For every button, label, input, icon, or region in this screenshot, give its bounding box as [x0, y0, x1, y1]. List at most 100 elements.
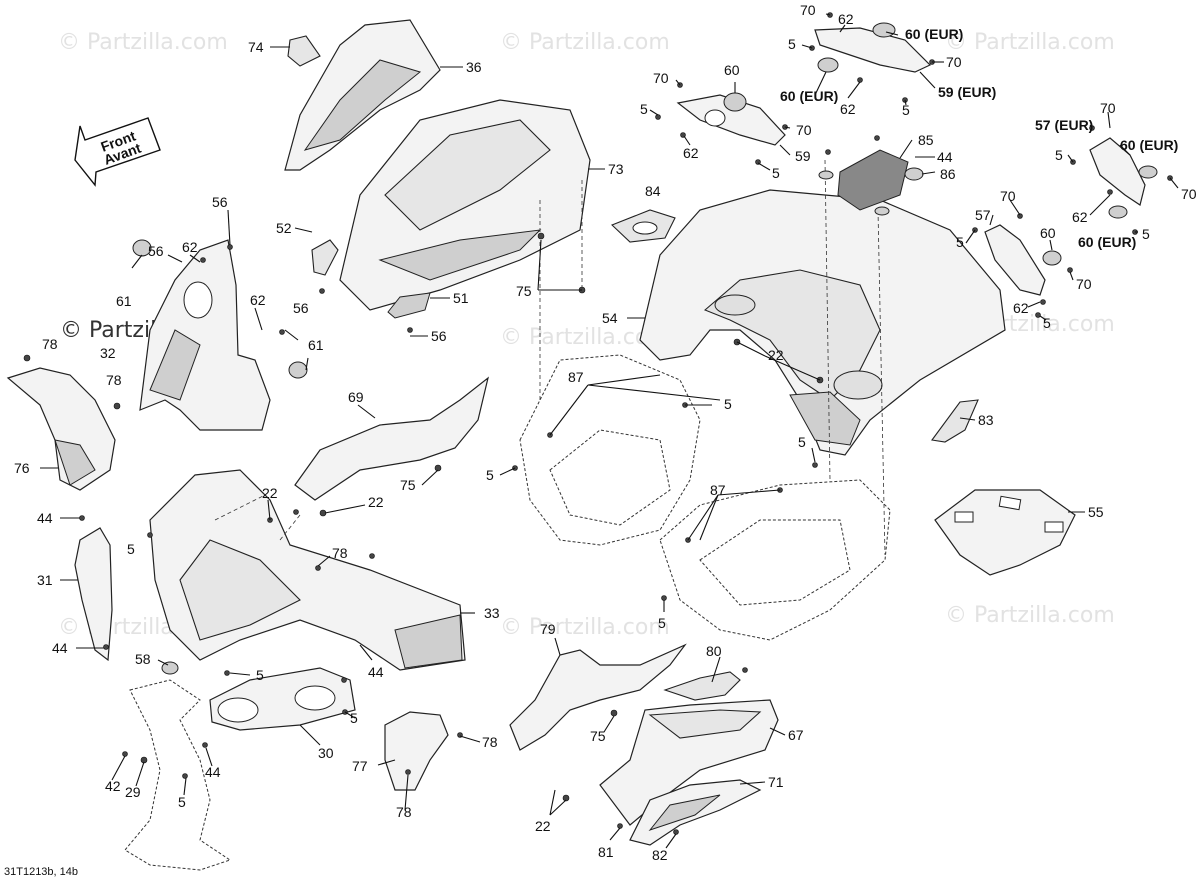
callout-5: 5: [798, 434, 806, 450]
callout-52: 52: [276, 220, 292, 236]
callout-5: 5: [902, 102, 910, 118]
callout-5: 5: [486, 467, 494, 483]
callout-70: 70: [800, 2, 816, 18]
callout-62: 62: [838, 11, 854, 27]
callout-5: 5: [640, 101, 648, 117]
callout-57-eur: 57 (EUR): [1035, 117, 1093, 133]
callout-5: 5: [658, 615, 666, 631]
part-42-29-frame: [124, 679, 232, 871]
part-86: [904, 167, 924, 181]
callout-62: 62: [1013, 300, 1029, 316]
callout-61: 61: [116, 293, 132, 309]
part-84: [610, 209, 676, 243]
callout-44: 44: [52, 640, 68, 656]
part-87-right-tub: [659, 479, 891, 641]
callout-70: 70: [653, 70, 669, 86]
callout-5: 5: [724, 396, 732, 412]
callout-62: 62: [683, 145, 699, 161]
callout-54: 54: [602, 310, 618, 326]
part-83: [931, 399, 979, 443]
part-74: [287, 35, 321, 67]
callout-31: 31: [37, 572, 53, 588]
callout-70: 70: [946, 54, 962, 70]
callout-29: 29: [125, 784, 141, 800]
part-33-front-fascia: [149, 469, 466, 671]
front-direction-arrow: Front Avant: [74, 117, 161, 187]
callout-56: 56: [212, 194, 228, 210]
callout-79: 79: [540, 621, 556, 637]
callout-61: 61: [308, 337, 324, 353]
drawing-code: 31T1213b, 14b: [4, 866, 79, 878]
callout-22: 22: [768, 347, 784, 363]
callout-33: 33: [484, 605, 500, 621]
callout-87: 87: [568, 369, 584, 385]
part-32-headlight-housing: [139, 239, 271, 431]
callout-5: 5: [178, 794, 186, 810]
watermark: © Partzilla.com: [945, 603, 1115, 628]
callout-58: 58: [135, 651, 151, 667]
callout-5: 5: [350, 710, 358, 726]
callout-44: 44: [205, 764, 221, 780]
part-79: [509, 643, 687, 751]
callout-5: 5: [1142, 226, 1150, 242]
part-55-seat-base: [934, 489, 1076, 576]
part-76: [6, 367, 116, 491]
callout-55: 55: [1088, 504, 1104, 520]
callout-5: 5: [127, 541, 135, 557]
watermark: © Partzilla.com: [58, 30, 228, 55]
part-59: [676, 92, 786, 146]
callout-78: 78: [482, 734, 498, 750]
callout-78: 78: [106, 372, 122, 388]
callout-84: 84: [645, 183, 661, 199]
callout-57: 57: [975, 207, 991, 223]
part-73-front-body: [339, 99, 591, 311]
part-58: [161, 661, 179, 675]
callout-78: 78: [396, 804, 412, 820]
callout-78: 78: [42, 336, 58, 352]
part-52: [311, 239, 339, 276]
callout-71: 71: [768, 774, 784, 790]
callout-62: 62: [250, 292, 266, 308]
part-57: [984, 224, 1062, 296]
callout-56: 56: [148, 243, 164, 259]
callout-56: 56: [431, 328, 447, 344]
part-71: [629, 779, 762, 846]
callout-87: 87: [710, 482, 726, 498]
callout-60-eur: 60 (EUR): [905, 26, 963, 42]
callout-62: 62: [182, 239, 198, 255]
callout-80: 80: [706, 643, 722, 659]
callout-5: 5: [256, 667, 264, 683]
callout-75: 75: [590, 728, 606, 744]
callout-44: 44: [37, 510, 53, 526]
part-80: [663, 671, 741, 701]
callout-78: 78: [332, 545, 348, 561]
part-57-eur: [1089, 137, 1158, 219]
callout-60-eur: 60 (EUR): [1120, 137, 1178, 153]
callout-70: 70: [1181, 186, 1197, 202]
callout-69: 69: [348, 389, 364, 405]
part-77: [384, 711, 449, 791]
callout-62: 62: [1072, 209, 1088, 225]
part-30-light-bezel: [209, 667, 356, 731]
callout-70: 70: [796, 122, 812, 138]
part-51: [387, 292, 431, 319]
callout-70: 70: [1100, 100, 1116, 116]
callout-70: 70: [1000, 188, 1016, 204]
watermark: © Partzilla.com: [500, 615, 670, 640]
callout-32: 32: [100, 345, 116, 361]
callout-22: 22: [368, 494, 384, 510]
part-54-rear-body: [639, 189, 1006, 456]
leader-lines: [40, 13, 1179, 849]
callout-62: 62: [840, 101, 856, 117]
callout-5: 5: [1043, 315, 1051, 331]
callout-56: 56: [293, 300, 309, 316]
callout-44: 44: [937, 149, 953, 165]
callout-73: 73: [608, 161, 624, 177]
callout-59: 59: [795, 148, 811, 164]
part-67: [599, 699, 779, 826]
callout-22: 22: [262, 485, 278, 501]
callout-74: 74: [248, 39, 264, 55]
part-69: [294, 376, 489, 501]
callout-60-eur: 60 (EUR): [780, 88, 838, 104]
